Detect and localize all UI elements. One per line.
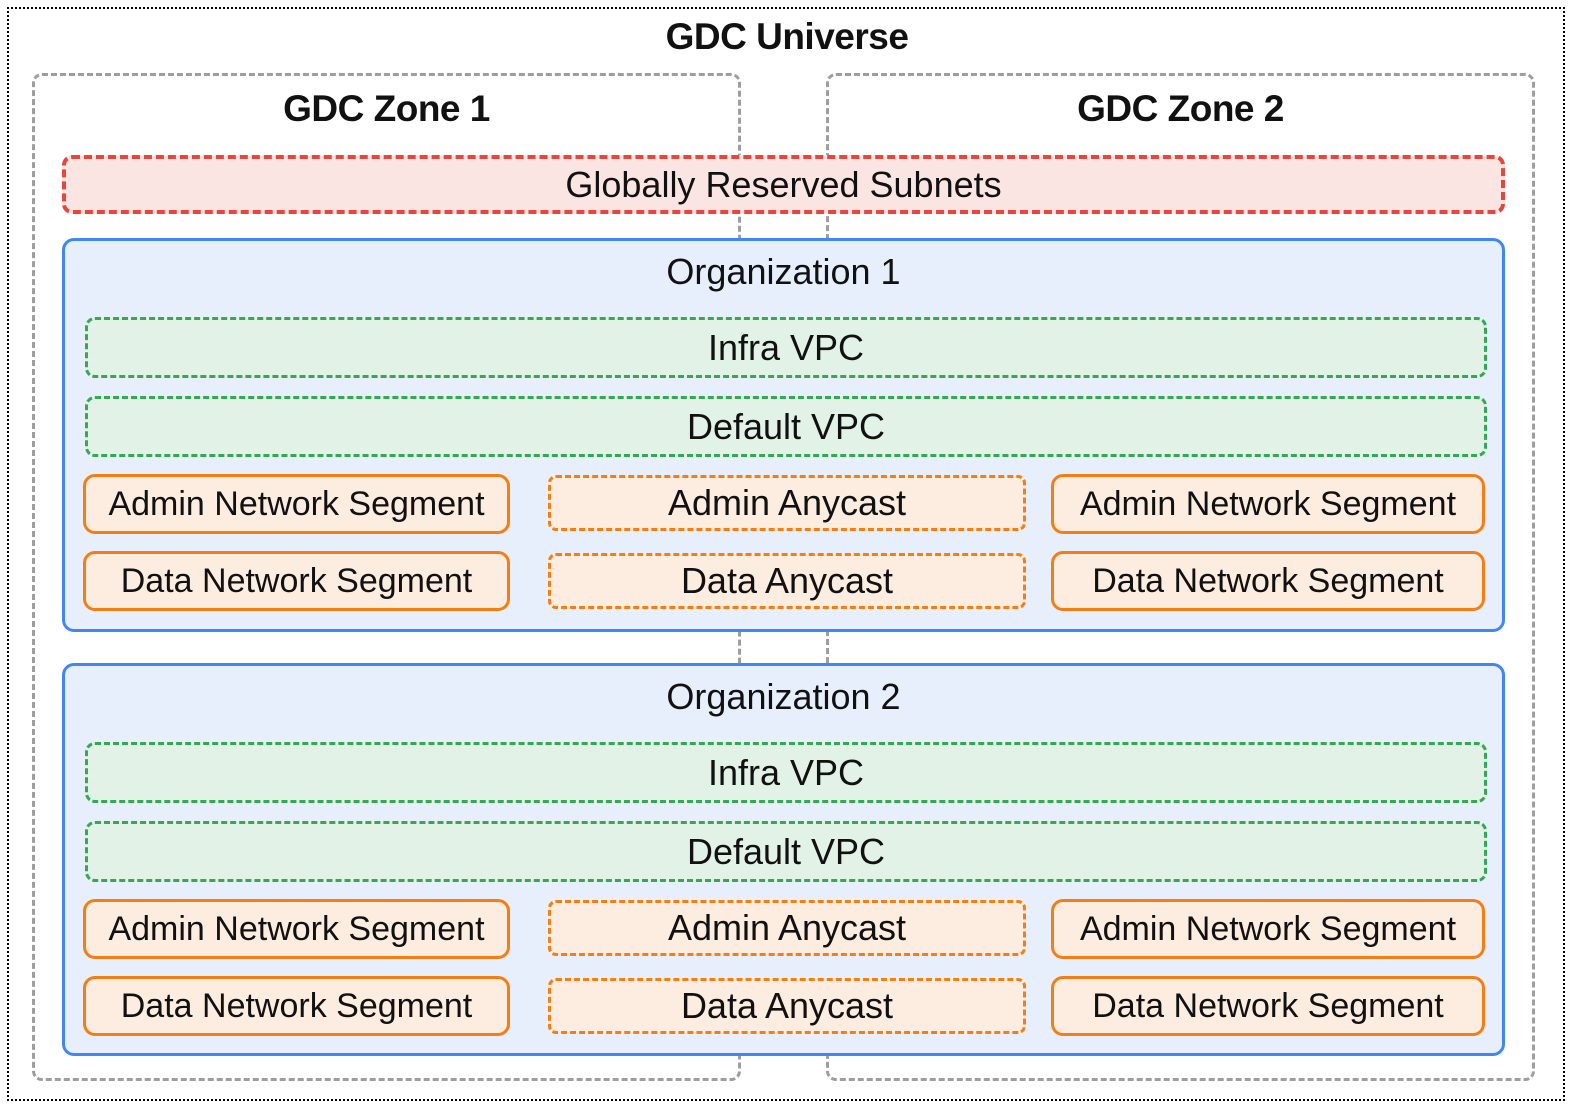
org1-zone1-admin-network-segment: Admin Network Segment — [83, 474, 510, 534]
organization-1-title: Organization 1 — [666, 251, 901, 292]
org1-zone1-data-network-segment: Data Network Segment — [83, 551, 510, 611]
globally-reserved-subnets-box: Globally Reserved Subnets — [62, 155, 1505, 214]
gdc-zone-1-title: GDC Zone 1 — [283, 88, 490, 129]
gdc-zone-2-title: GDC Zone 2 — [1077, 88, 1284, 129]
org2-zone1-data-network-segment: Data Network Segment — [83, 976, 510, 1036]
universe-title: GDC Universe — [665, 16, 909, 57]
org1-infra-vpc-box: Infra VPC — [85, 317, 1487, 378]
gdc-universe-box — [7, 7, 1565, 1101]
organization-1-box: Organization 1 Infra VPC Default VPC Adm… — [62, 238, 1505, 632]
org1-default-vpc-box: Default VPC — [85, 396, 1487, 457]
org2-data-anycast-box: Data Anycast — [548, 978, 1026, 1034]
org1-admin-anycast-box: Admin Anycast — [548, 475, 1026, 531]
org2-zone1-admin-network-segment: Admin Network Segment — [83, 899, 510, 959]
org2-zone2-admin-network-segment: Admin Network Segment — [1051, 899, 1485, 959]
org2-infra-vpc-box: Infra VPC — [85, 742, 1487, 803]
organization-2-title: Organization 2 — [666, 676, 901, 717]
org2-admin-anycast-box: Admin Anycast — [548, 900, 1026, 956]
org1-zone2-data-network-segment: Data Network Segment — [1051, 551, 1485, 611]
org2-zone2-data-network-segment: Data Network Segment — [1051, 976, 1485, 1036]
org1-zone2-admin-network-segment: Admin Network Segment — [1051, 474, 1485, 534]
org1-data-anycast-box: Data Anycast — [548, 553, 1026, 609]
org2-default-vpc-box: Default VPC — [85, 821, 1487, 882]
organization-2-box: Organization 2 Infra VPC Default VPC Adm… — [62, 663, 1505, 1056]
